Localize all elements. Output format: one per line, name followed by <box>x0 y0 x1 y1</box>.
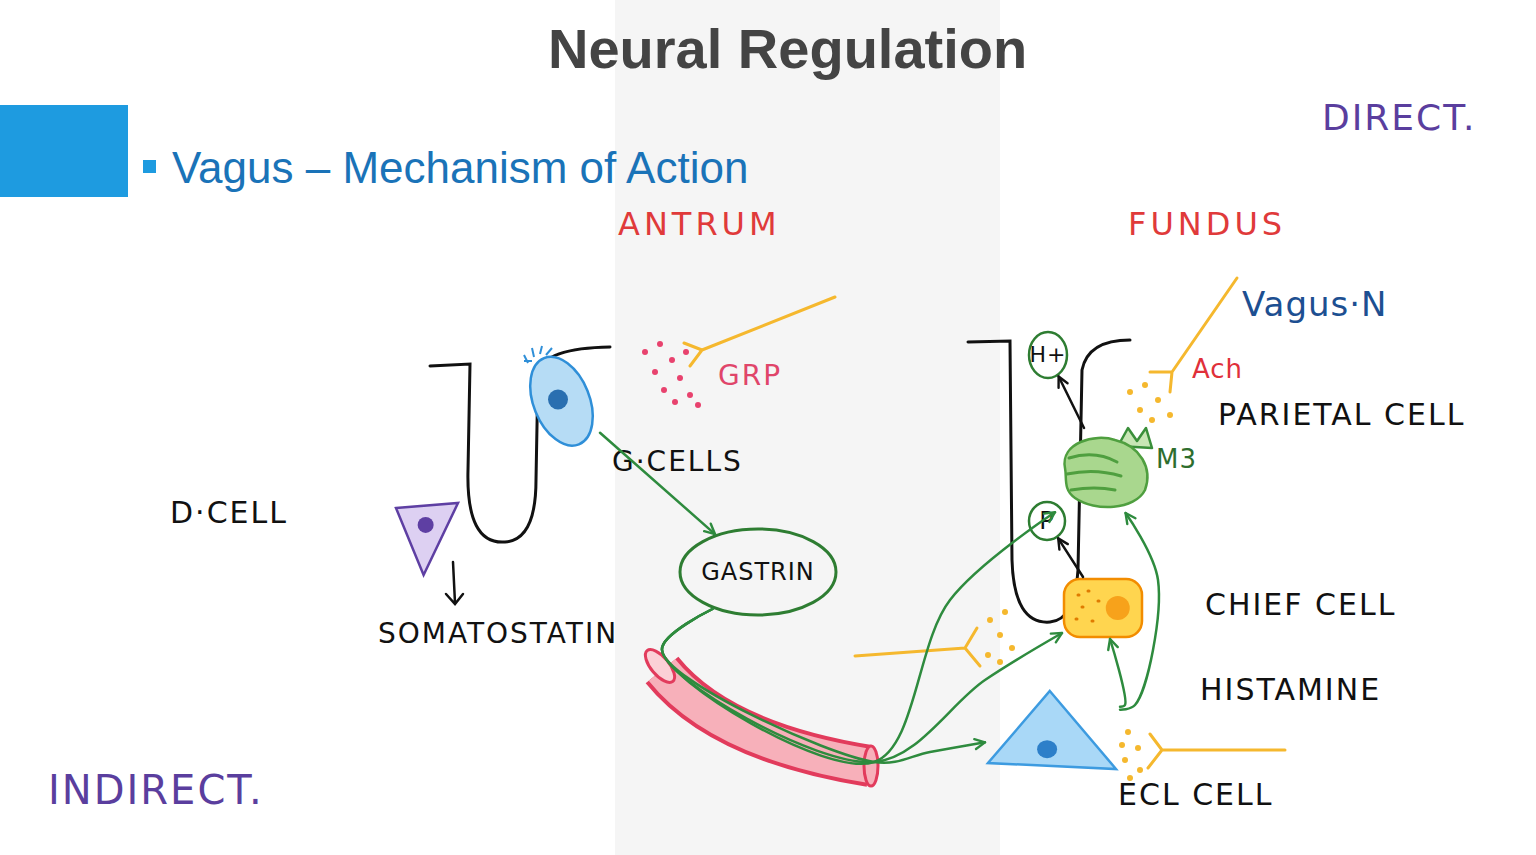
subtitle-text: Vagus – Mechanism of Action <box>172 146 748 190</box>
signal-arrow <box>1110 639 1125 707</box>
nucleus <box>548 390 568 410</box>
nucleus <box>418 517 434 533</box>
grp-granules <box>642 341 701 408</box>
zymogen-granules <box>1076 591 1099 621</box>
signal-arrow <box>662 609 1062 762</box>
nerve-label: Vagus·N <box>1242 287 1388 321</box>
blood-vessel-lumen <box>662 670 870 766</box>
pathway-label: DIRECT. <box>1322 100 1476 136</box>
cell-shape <box>1062 577 1144 639</box>
mediator-label: HISTAMINE <box>1200 675 1381 705</box>
cell-label: H+ <box>1027 330 1069 380</box>
hormone-ellipse: GASTRIN <box>678 527 838 617</box>
hormone-label: SOMATOSTATIN <box>378 620 618 648</box>
transmitter-label: GRP <box>718 362 782 390</box>
vagus-fibers <box>684 278 1285 768</box>
secretion-arrow <box>446 562 463 604</box>
vagus-fiber <box>855 628 980 666</box>
antral-gland <box>430 347 610 542</box>
microvilli <box>524 346 552 363</box>
region-label: ANTRUM <box>618 208 781 240</box>
signal-arrow <box>1059 377 1084 428</box>
cell-label: PARIETAL CELL <box>1218 400 1465 430</box>
cell-body <box>1064 579 1142 637</box>
cell-label: G·CELLS <box>612 448 743 476</box>
nucleus <box>1106 596 1130 620</box>
transmitter-label: Ach <box>1192 356 1243 382</box>
enzyme-circle: P <box>1027 500 1067 542</box>
ecl-cell: ECL CELL <box>985 688 1120 773</box>
vagus-fiber <box>1148 734 1285 768</box>
center-band <box>615 0 1000 855</box>
cell-shape <box>520 345 600 450</box>
signal-arrow <box>1058 538 1083 577</box>
cell-shape <box>393 500 461 578</box>
region-label: FUNDUS <box>1128 208 1286 240</box>
title-text: Neural Regulation <box>548 18 1027 80</box>
nucleus <box>1037 740 1057 758</box>
canaliculi <box>1067 455 1121 490</box>
header-block <box>0 105 128 197</box>
cell-label: P <box>1027 500 1067 542</box>
bullet-square <box>143 160 156 173</box>
cell-shape <box>1055 428 1155 513</box>
vagus-fiber <box>684 297 835 366</box>
cell-shape <box>985 688 1120 773</box>
d-cell: D·CELL <box>393 500 461 578</box>
cell-label: GASTRIN <box>678 527 838 617</box>
signal-arrow <box>662 512 1055 764</box>
cell-body <box>396 503 458 575</box>
cell-label: CHIEF CELL <box>1205 590 1396 620</box>
cell-body <box>518 348 605 455</box>
receptor-label: M3 <box>1156 446 1197 472</box>
pathway-label: INDIRECT. <box>48 770 264 810</box>
blood-vessel-wall <box>662 670 870 766</box>
parietal-cell: PARIETAL CELL <box>1055 428 1155 513</box>
cell-label: ECL CELL <box>1118 780 1273 810</box>
chief-cell: CHIEF CELL <box>1062 577 1144 639</box>
cell-body <box>988 691 1116 769</box>
signal-arrow <box>600 433 715 534</box>
signal-arrow <box>662 609 985 763</box>
cell-body <box>1065 438 1148 507</box>
g-cell: G·CELLS <box>520 345 600 450</box>
ion-circle: H+ <box>1027 330 1069 380</box>
ach-granules <box>985 382 1173 781</box>
cell-label: D·CELL <box>170 498 288 528</box>
vessel-end <box>864 746 878 786</box>
signal-arrow <box>1120 513 1159 710</box>
vessel-end <box>640 645 680 687</box>
